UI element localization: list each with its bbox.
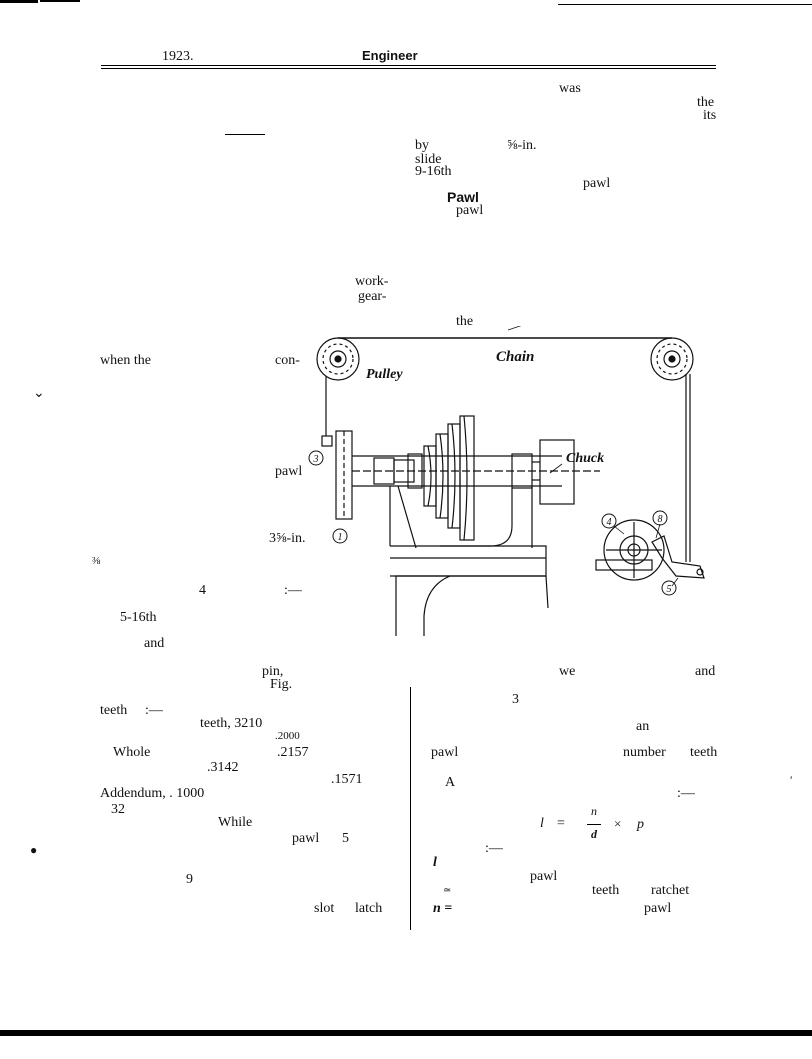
- text-fragment: 3: [512, 692, 519, 707]
- text-fragment: teeth: [100, 703, 128, 718]
- text-fragment: pawl: [275, 464, 303, 479]
- scan-mark-2: [40, 0, 80, 2]
- formula-numerator: n: [591, 804, 597, 818]
- text-fragment: .1571: [331, 772, 363, 787]
- text-fragment: 32: [111, 802, 125, 817]
- text-fragment: ⅜: [92, 555, 101, 567]
- text-fragment: teeth: [690, 745, 718, 760]
- text-fragment: Pawl: [447, 189, 479, 205]
- header-rule-bottom: [101, 68, 716, 69]
- margin-dot: ●: [30, 843, 38, 857]
- header-year: 1923.: [162, 49, 194, 64]
- text-fragment: the: [697, 95, 715, 110]
- ratchet-wheel: [603, 519, 665, 581]
- text-fragment: pawl: [644, 901, 672, 916]
- text-fragment: 5-16th: [120, 610, 157, 625]
- label-chain: Chain: [496, 349, 534, 365]
- text-fragment: :—: [485, 841, 503, 856]
- text-fragment: :—: [677, 786, 695, 801]
- text-fragment: slide: [415, 152, 442, 167]
- margin-mark: ⌄: [33, 386, 45, 401]
- text-fragment: Fig.: [270, 677, 293, 692]
- scan-mark: [0, 0, 38, 3]
- text-fragment: .2000: [275, 730, 300, 742]
- text-fragment: 9: [186, 872, 193, 887]
- text-fragment: .3142: [207, 760, 239, 775]
- text-fragment: the: [456, 314, 474, 329]
- text-fragment: by: [415, 138, 429, 153]
- text-fragment: con-: [275, 353, 300, 368]
- text-fragment: and: [695, 664, 716, 679]
- text-fragment: teeth: [592, 883, 620, 898]
- header-journal: Engineer: [362, 48, 418, 63]
- header-rule-top: [101, 65, 716, 66]
- formula-denominator: d: [591, 827, 597, 841]
- text-fragment: when the: [100, 353, 151, 368]
- text-fragment: its: [703, 108, 717, 123]
- text-fragment: ratchet: [651, 883, 690, 898]
- text-fragment: slot: [314, 901, 335, 916]
- text-fragment: pawl: [292, 831, 320, 846]
- text-fragment: ≃: [443, 885, 452, 896]
- text-fragment: :—: [284, 583, 302, 598]
- text-fragment: pawl: [456, 203, 484, 218]
- text-fragment: n =: [433, 901, 453, 916]
- formula-eq: =: [557, 816, 565, 831]
- text-fragment: pawl: [583, 176, 611, 191]
- column-divider: [410, 687, 411, 930]
- label-pulley: Pulley: [366, 367, 403, 382]
- label-chuck: Chuck: [566, 451, 604, 466]
- text-fragment: was: [559, 81, 581, 96]
- text-fragment: we: [559, 664, 576, 679]
- callout-3: 3: [313, 454, 319, 465]
- text-fragment: pawl: [431, 745, 459, 760]
- callout-8: 8: [658, 514, 663, 525]
- formula-fraction-bar: [587, 824, 601, 825]
- text-fragment: Addendum, . 1000: [100, 786, 205, 801]
- text-fragment: Whole: [113, 745, 151, 760]
- text-fragment: pin,: [262, 664, 284, 679]
- bottom-page-bar: [0, 1030, 812, 1036]
- text-fragment: latch: [355, 901, 383, 916]
- text-fragment: 9-16th: [415, 164, 452, 179]
- text-fragment: :—: [145, 703, 163, 718]
- text-fragment: and: [144, 636, 165, 651]
- short-rule: [225, 134, 265, 135]
- text-fragment: gear-: [358, 289, 387, 304]
- text-fragment: .2157: [277, 745, 309, 760]
- text-fragment: 3⅝-in.: [269, 531, 306, 546]
- callout-1: 1: [338, 532, 343, 543]
- formula-times: ×: [614, 816, 622, 831]
- margin-tick: ′: [790, 773, 793, 787]
- formula-lhs: l: [540, 816, 544, 831]
- text-fragment: number: [623, 745, 666, 760]
- text-fragment: l: [433, 855, 437, 870]
- lathe-figure: 3 1 4 8 5 Chain Pulley Chuck: [308, 326, 705, 636]
- text-fragment: an: [636, 719, 650, 734]
- callout-4: 4: [607, 517, 612, 528]
- text-fragment: 4: [199, 583, 206, 598]
- formula-p: p: [637, 817, 644, 832]
- text-fragment: 5: [342, 831, 349, 846]
- text-fragment: ⅝-in.: [507, 138, 537, 153]
- text-fragment: While: [218, 815, 253, 830]
- text-fragment: pawl: [530, 869, 558, 884]
- callout-5: 5: [667, 584, 672, 595]
- right-pulley: [650, 337, 694, 381]
- top-right-rule: [558, 4, 812, 5]
- text-fragment: A: [445, 775, 456, 790]
- left-pulley: [316, 337, 360, 381]
- text-fragment: teeth, 3210: [200, 716, 263, 731]
- text-fragment: work-: [355, 274, 389, 289]
